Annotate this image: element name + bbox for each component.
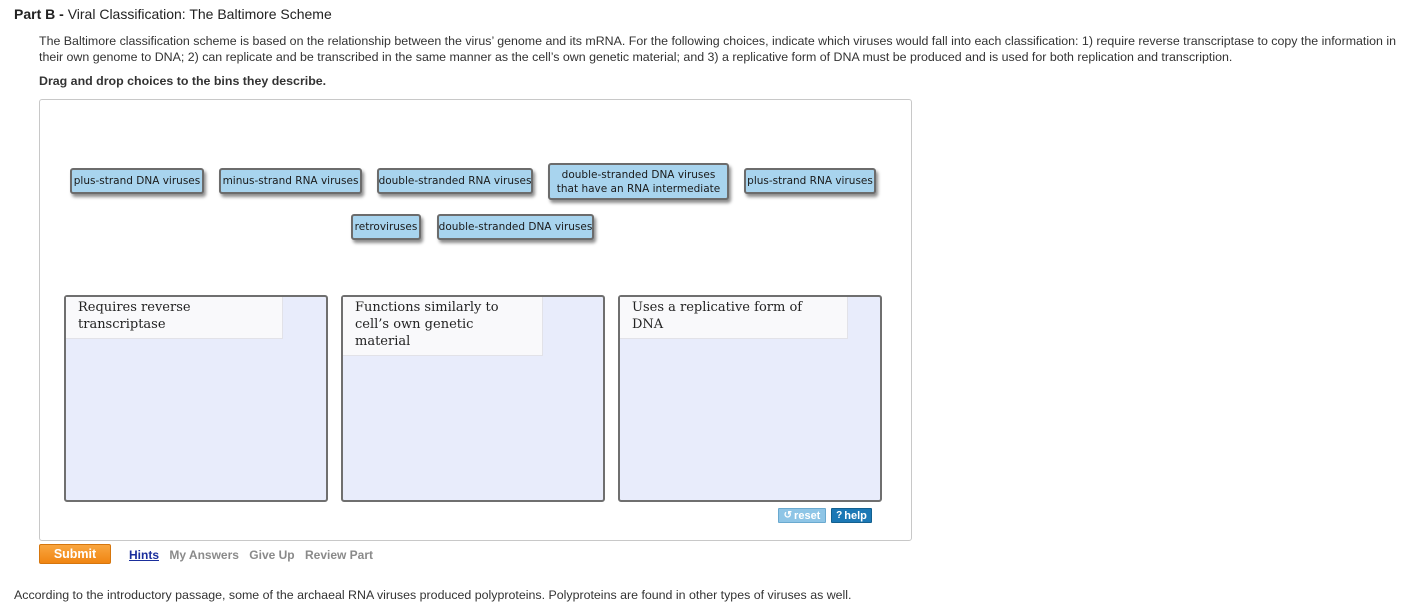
reset-label: reset [794, 509, 821, 522]
part-title-text: Viral Classification: The Baltimore Sche… [67, 6, 332, 22]
bin-label: Requires reverse transcriptase [66, 297, 283, 339]
instructions-text: The Baltimore classification scheme is b… [39, 34, 1396, 64]
help-button[interactable]: ? help [831, 508, 872, 523]
question-icon: ? [836, 510, 843, 521]
choice-chip-dsdna-rna-intermediate[interactable]: double-stranded DNA viruses that have an… [548, 163, 729, 200]
drag-drop-area: plus-strand DNA viruses minus-strand RNA… [39, 99, 912, 541]
choice-chip-retroviruses[interactable]: retroviruses [351, 214, 421, 240]
bin-requires-reverse-transcriptase[interactable]: Requires reverse transcriptase [64, 295, 328, 502]
part-title: Part B - Viral Classification: The Balti… [14, 6, 332, 22]
bin-functions-like-cell-genetic-material[interactable]: Functions similarly to cell’s own geneti… [341, 295, 605, 502]
drag-instruction: Drag and drop choices to the bins they d… [39, 74, 327, 88]
choice-chip-plus-strand-rna[interactable]: plus-strand RNA viruses [744, 168, 876, 194]
review-part-link[interactable]: Review Part [304, 548, 374, 562]
give-up-link[interactable]: Give Up [249, 548, 295, 562]
reset-icon: ↺ [783, 510, 793, 521]
my-answers-link[interactable]: My Answers [169, 548, 239, 562]
hints-link[interactable]: Hints [129, 548, 159, 562]
bin-uses-replicative-dna[interactable]: Uses a replicative form of DNA [618, 295, 882, 502]
choice-chip-double-stranded-rna[interactable]: double-stranded RNA viruses [377, 168, 533, 194]
choice-chip-minus-strand-rna[interactable]: minus-strand RNA viruses [219, 168, 362, 194]
part-label: Part B - [14, 6, 64, 22]
reset-button[interactable]: ↺ reset [778, 508, 826, 523]
submit-button[interactable]: Submit [39, 544, 111, 564]
answer-links: Hints My Answers Give Up Review Part [129, 548, 380, 562]
choice-chip-double-stranded-dna[interactable]: double-stranded DNA viruses [437, 214, 594, 240]
bin-label: Functions similarly to cell’s own geneti… [343, 297, 543, 356]
footer-passage: According to the introductory passage, s… [14, 588, 852, 602]
help-label: help [844, 509, 867, 522]
bin-label: Uses a replicative form of DNA [620, 297, 848, 339]
choice-chip-plus-strand-dna[interactable]: plus-strand DNA viruses [70, 168, 204, 194]
